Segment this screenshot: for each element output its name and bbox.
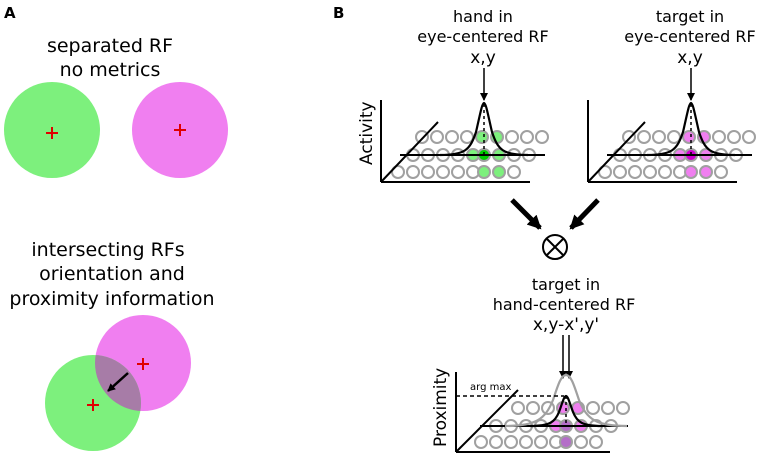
- intersecting-rfs-caption: intersecting RFs: [31, 239, 184, 261]
- result-title-line1: target in: [532, 275, 600, 294]
- magenta-rf-center-cross: [174, 124, 186, 136]
- panel-b: B hand in eye-centered RF x,y Activity: [333, 4, 756, 453]
- green-center-cross-overlap: [87, 399, 99, 411]
- orientation-arrow: [107, 372, 129, 392]
- rf-intersection-region: [95, 355, 141, 411]
- multiply-icon: [542, 234, 568, 260]
- result-axes: [455, 372, 628, 453]
- activity-axis-label: Activity: [357, 101, 377, 165]
- green-rf-center-cross: [46, 127, 58, 139]
- orientation-caption: orientation and: [39, 263, 185, 285]
- target-activity-curve: [646, 101, 736, 157]
- target-coord: x,y: [677, 48, 703, 68]
- hand-eye-population: hand in eye-centered RF x,y Activity: [357, 7, 549, 183]
- hand-axes: [380, 100, 545, 183]
- hand-title-line2: eye-centered RF: [417, 27, 548, 46]
- target-hand-population: target in hand-centered RF x,y-x',y' Pro…: [431, 275, 636, 453]
- hand-coord: x,y: [470, 48, 496, 68]
- no-metrics-caption: no metrics: [60, 59, 161, 81]
- result-unmodulated-curve: [504, 373, 628, 428]
- separated-rf-caption: separated RF: [47, 35, 173, 57]
- result-title-line2: hand-centered RF: [493, 295, 636, 314]
- hand-to-multiply-arrow: [510, 198, 542, 230]
- arg-max-label: arg max: [470, 382, 511, 393]
- result-coord: x,y-x',y': [533, 315, 599, 335]
- proximity-information-caption: proximity information: [9, 288, 214, 310]
- panel-a-letter: A: [4, 4, 16, 22]
- target-title-line1: target in: [656, 7, 724, 26]
- hand-title-line1: hand in: [453, 7, 513, 26]
- hand-activity-curve: [439, 101, 529, 157]
- hand-neuron-grid: [391, 130, 549, 179]
- target-title-line2: eye-centered RF: [624, 27, 755, 46]
- target-eye-population: target in eye-centered RF x,y: [587, 7, 756, 183]
- panel-a: A separated RF no metrics intersecting R…: [4, 4, 228, 451]
- proximity-axis-label: Proximity: [431, 368, 451, 447]
- target-neuron-grid: [598, 130, 756, 179]
- magenta-center-cross-overlap: [137, 358, 149, 370]
- target-to-multiply-arrow: [569, 198, 600, 230]
- panel-b-letter: B: [333, 4, 344, 22]
